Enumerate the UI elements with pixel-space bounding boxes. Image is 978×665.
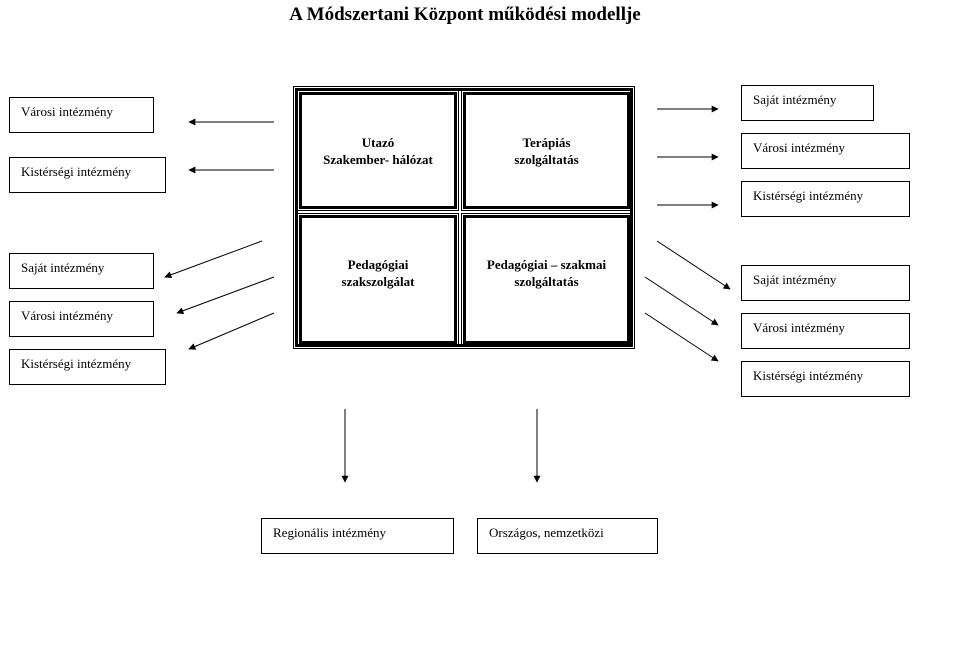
left-box-sajat-2: Saját intézmény	[9, 253, 154, 289]
cell-pedagogiai-szakszolgalat: Pedagógiai szakszolgálat	[297, 213, 459, 346]
arrow-to-left-kistersegi-2	[188, 312, 275, 350]
right-box-kistersegi: Kistérségi intézmény	[741, 181, 910, 217]
cell-line: szakszolgálat	[341, 274, 415, 289]
left-box-kistersegi-2: Kistérségi intézmény	[9, 349, 166, 385]
left-box-kistersegi: Kistérségi intézmény	[9, 157, 166, 193]
left-box-varosi: Városi intézmény	[9, 97, 154, 133]
cell-utazo-szakember-halozat: Utazó Szakember- hálózat	[297, 90, 459, 211]
right-box-sajat: Saját intézmény	[741, 85, 874, 121]
right-box-varosi: Városi intézmény	[741, 133, 910, 169]
cell-line: Pedagógiai – szakmai	[486, 257, 607, 272]
cell-line: szolgáltatás	[514, 274, 579, 289]
matrix-frame	[293, 86, 635, 349]
right-box-varosi-2: Városi intézmény	[741, 313, 910, 349]
arrow-to-left-varosi-2	[176, 276, 275, 315]
bottom-box-regionalis: Regionális intézmény	[261, 518, 454, 554]
cell-line: Terápiás	[522, 134, 571, 150]
arrow-to-right-varosi-2	[644, 276, 719, 326]
cell-line: Pedagógiai	[347, 257, 409, 272]
cell-line: szolgáltatás	[514, 151, 579, 167]
arrow-to-left-sajat-2	[164, 240, 263, 279]
cell-terapias-szolgaltatas: Terápiás szolgáltatás	[461, 90, 632, 211]
diagram-title: A Módszertani Központ működési modellje	[289, 4, 641, 25]
cell-pedagogiai-szakmai-szolgaltatas: Pedagógiai – szakmai szolgáltatás	[461, 213, 632, 346]
left-box-varosi-2: Városi intézmény	[9, 301, 154, 337]
right-box-sajat-2: Saját intézmény	[741, 265, 910, 301]
cell-line: Utazó	[361, 134, 395, 150]
bottom-box-orszagos: Országos, nemzetközi	[477, 518, 658, 554]
arrow-to-right-sajat-2	[656, 240, 731, 290]
cell-line: Szakember- hálózat	[323, 151, 433, 167]
arrow-to-right-kistersegi-2	[644, 312, 719, 362]
right-box-kistersegi-2: Kistérségi intézmény	[741, 361, 910, 397]
